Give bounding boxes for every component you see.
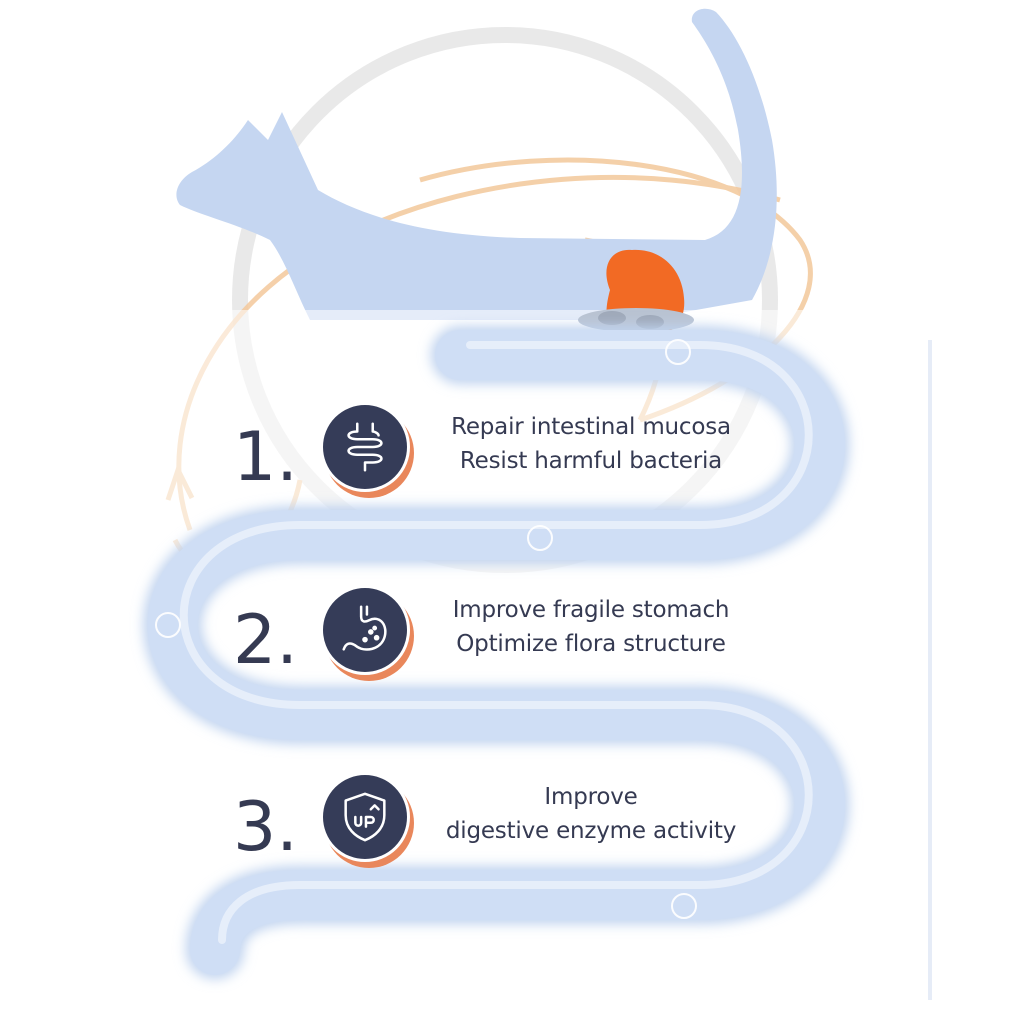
stomach-badge xyxy=(320,585,414,681)
right-divider xyxy=(928,340,932,1000)
intestine-icon xyxy=(347,422,383,472)
benefit-line-2: Optimize flora structure xyxy=(456,631,726,657)
benefit-3: 3. Improve digestive enzyme activity xyxy=(225,772,785,882)
benefit-number: 1. xyxy=(233,418,298,497)
benefit-text: Repair intestinal mucosa Resist harmful … xyxy=(421,410,761,478)
intestine-highlight xyxy=(179,341,813,944)
benefit-line-1: Improve xyxy=(544,784,638,810)
benefit-line-2: Resist harmful bacteria xyxy=(459,448,723,474)
shield-up-icon xyxy=(344,792,386,842)
benefit-1: 1. Repair intestinal mucosa Resist harmf… xyxy=(225,402,785,512)
benefit-2: 2. Improve fragile stomach Optimize flor… xyxy=(225,585,785,695)
benefit-text: Improve digestive enzyme activity xyxy=(421,780,761,848)
benefit-number: 3. xyxy=(233,788,298,867)
cat-silhouette xyxy=(176,8,777,320)
benefit-line-1: Improve fragile stomach xyxy=(452,597,730,623)
shield-badge xyxy=(320,772,414,868)
benefit-number: 2. xyxy=(233,601,298,680)
stomach-icon xyxy=(342,605,387,651)
benefit-line-2: digestive enzyme activity xyxy=(445,818,737,844)
intestine-tube-core xyxy=(147,330,845,975)
benefit-line-1: Repair intestinal mucosa xyxy=(451,414,731,440)
benefit-text: Improve fragile stomach Optimize flora s… xyxy=(421,593,761,661)
bacteria-dots xyxy=(155,339,697,919)
intestine-badge xyxy=(320,402,414,498)
